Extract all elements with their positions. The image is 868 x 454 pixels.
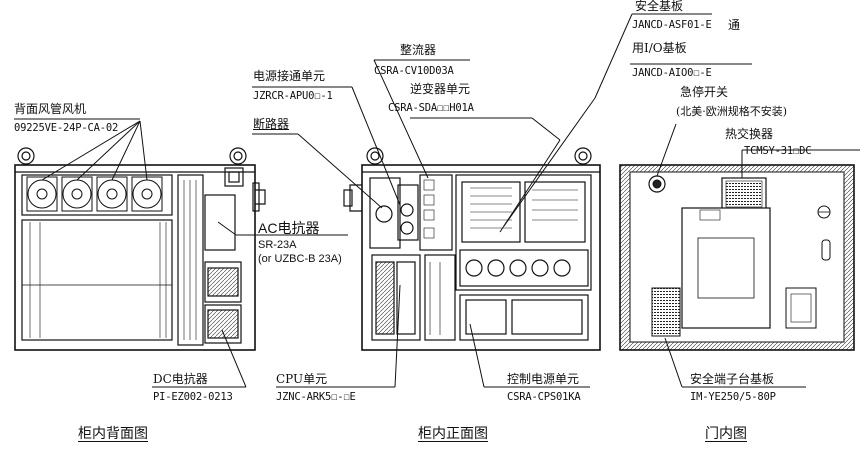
rectifier-model: CSRA-CV10D03A (374, 65, 454, 77)
heat-exchanger-model: TCMSY-31☐DC (744, 145, 812, 157)
rear-cabinet (14, 147, 266, 351)
breaker-name: 断路器 (253, 117, 290, 131)
io-board-model: JANCD-AIO0☐-E (632, 67, 712, 79)
safety-board-model: JANCD-ASF01-E (632, 19, 712, 31)
safety-board-name: 安全基板 (635, 0, 684, 13)
power-on-unit-model: JZRCR-APU0☐-1 (253, 90, 333, 102)
control-power-model: CSRA-CPS01KA (507, 391, 581, 403)
cpu-unit-model: JZNC-ARK5☐-☐E (276, 391, 356, 403)
estop-name: 急停开关 (680, 85, 729, 99)
io-board-name: 用I/O基板 (632, 41, 687, 55)
dc-reactor-name: DC电抗器 (153, 372, 208, 386)
control-power-name: 控制电源单元 (507, 372, 580, 386)
door-view-caption: 门内图 (705, 426, 747, 442)
dc-reactor-model: PI-EZ002-0213 (153, 391, 233, 403)
ac-reactor-model: SR-23A (258, 239, 297, 251)
rectifier-name: 整流器 (400, 43, 437, 57)
front-view-caption: 柜内正面图 (418, 426, 488, 442)
door-panel (619, 164, 855, 351)
rear-view-caption: 柜内背面图 (78, 426, 148, 442)
duct-fan-model: 09225VE-24P-CA-02 (14, 122, 119, 134)
front-cabinet (343, 147, 601, 351)
duct-fan-name: 背面风管风机 (14, 102, 87, 116)
safety-board-suffix: 通 (728, 18, 741, 32)
terminal-board-name: 安全端子台基板 (690, 372, 775, 386)
ac-reactor-alt-model: (or UZBC-B 23A) (258, 253, 342, 265)
power-on-unit-name: 电源接通单元 (253, 69, 326, 83)
inverter-name: 逆变器单元 (410, 82, 471, 96)
leader-lines (14, 13, 860, 388)
cpu-unit-name: CPU单元 (276, 372, 328, 386)
inverter-model: CSRA-SDA☐☐H01A (388, 102, 474, 114)
ac-reactor-name: AC电抗器 (258, 220, 320, 236)
heat-exchanger-name: 热交换器 (725, 127, 774, 141)
terminal-board-model: IM-YE250/5-80P (690, 391, 776, 403)
estop-note: (北美·欧洲规格不安装) (676, 105, 788, 118)
